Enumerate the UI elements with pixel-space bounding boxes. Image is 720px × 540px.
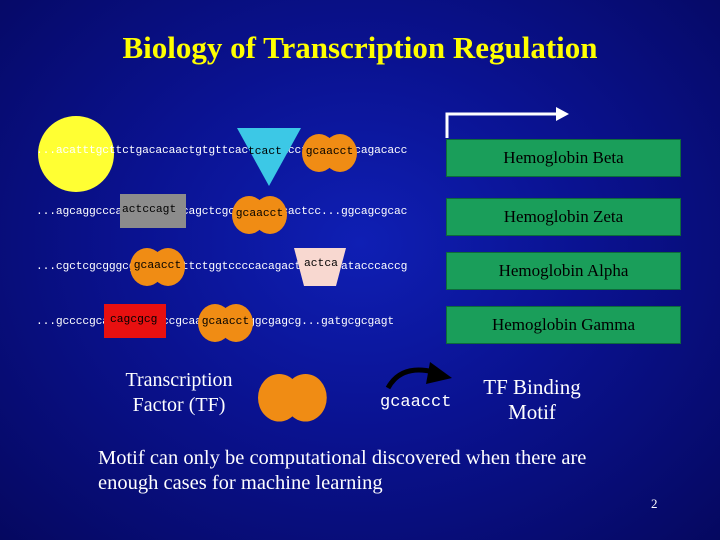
tf-motif-label: gcaacct <box>235 208 284 220</box>
page-number: 2 <box>651 496 658 511</box>
motif-sequence: gcaacct <box>380 393 452 412</box>
yellow-circle-factor-icon <box>38 116 114 192</box>
motif-caption: TF Binding Motif <box>483 375 581 424</box>
dna-sequence-alpha: ...cgctcgcgggcgcaacctcttctggtccccacagact… <box>36 261 408 273</box>
tf-motif-label: gcaacct <box>133 260 182 272</box>
gene-box-zeta: Hemoglobin Zeta <box>446 198 681 236</box>
gene-box-gamma: Hemoglobin Gamma <box>446 306 681 344</box>
triangle-factor-label: tcact <box>248 146 282 158</box>
red-box-factor-label: cagcgcg <box>110 314 158 326</box>
footer-text: Motif can only be computational discover… <box>98 447 587 494</box>
red-box-factor-icon <box>104 304 166 338</box>
tf-motif-label: gcaacct <box>201 316 250 328</box>
gene-box-beta: Hemoglobin Beta <box>446 139 681 177</box>
slide-title: Biology of Transcription Regulation <box>122 30 598 65</box>
gray-box-factor-label: actccagt <box>122 204 177 216</box>
dna-sequence-zeta: ...agcaggcccaactccagtgcagctcgcaacctcccac… <box>36 206 408 218</box>
tf-motif-label: gcaacct <box>305 146 354 158</box>
gene-box-alpha: Hemoglobin Alpha <box>446 252 681 290</box>
pink-trapezoid-factor-label: actca <box>304 258 338 270</box>
pink-trapezoid-factor-icon <box>294 248 346 286</box>
curved-arrow-icon <box>385 362 452 390</box>
gray-box-factor-icon <box>120 194 186 228</box>
tf-legend-caption: Transcription Factor (TF) <box>125 369 233 416</box>
triangle-factor-icon <box>237 128 301 186</box>
transcription-start-arrow-icon <box>445 107 569 138</box>
